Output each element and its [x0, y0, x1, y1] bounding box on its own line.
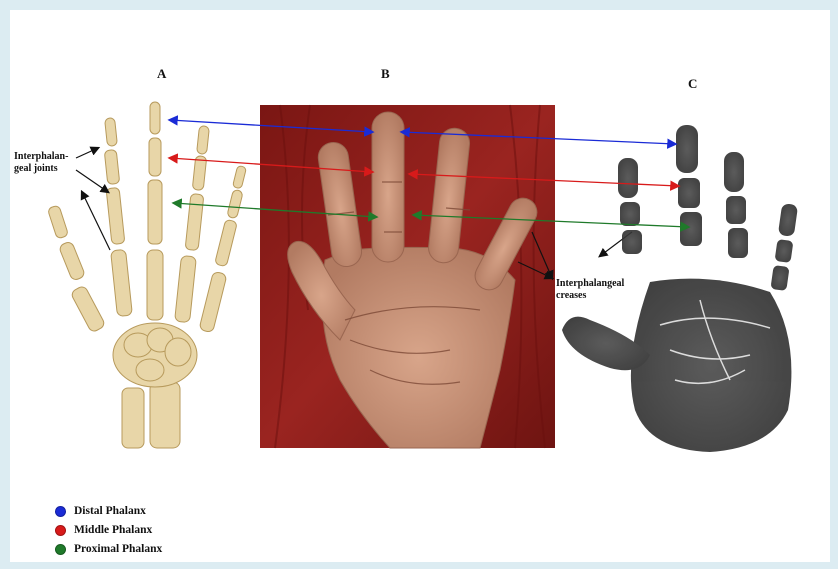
ring-finger-bones — [175, 126, 210, 323]
legend-label-proximal: Proximal Phalanx — [74, 543, 162, 555]
panel-label-a: A — [157, 66, 166, 82]
joint-pointer-arrows — [76, 148, 110, 250]
legend-item-middle: Middle Phalanx — [55, 523, 152, 537]
middle-finger-bones — [147, 102, 163, 320]
interphalangeal-joints-label: Interphalan- geal joints — [14, 151, 68, 175]
legend-red-dot-icon — [55, 525, 66, 536]
ulna-bone — [122, 388, 144, 448]
panel-label-c: C — [688, 76, 697, 92]
legend-label-distal: Distal Phalanx — [74, 505, 146, 517]
creases-label-line2: creases — [556, 290, 624, 302]
legend-item-distal: Distal Phalanx — [55, 504, 146, 518]
creases-label-line1: Interphalangeal — [556, 278, 624, 290]
hand-photograph — [260, 105, 555, 448]
panel-label-b: B — [381, 66, 390, 82]
legend-green-dot-icon — [55, 544, 66, 555]
diagram-canvas — [10, 10, 830, 562]
little-finger-bones — [199, 165, 247, 332]
radius-bone — [150, 382, 180, 448]
index-finger-bones — [104, 118, 132, 317]
joints-label-line2: geal joints — [14, 163, 68, 175]
interphalangeal-creases-label: Interphalangeal creases — [556, 278, 624, 302]
legend-item-proximal: Proximal Phalanx — [55, 542, 162, 556]
skeleton-hand-illustration — [47, 102, 246, 448]
figure: A B C Interphalan- geal joints Interphal… — [10, 10, 830, 562]
joints-label-line1: Interphalan- — [14, 151, 68, 163]
legend-blue-dot-icon — [55, 506, 66, 517]
legend-label-middle: Middle Phalanx — [74, 524, 152, 536]
